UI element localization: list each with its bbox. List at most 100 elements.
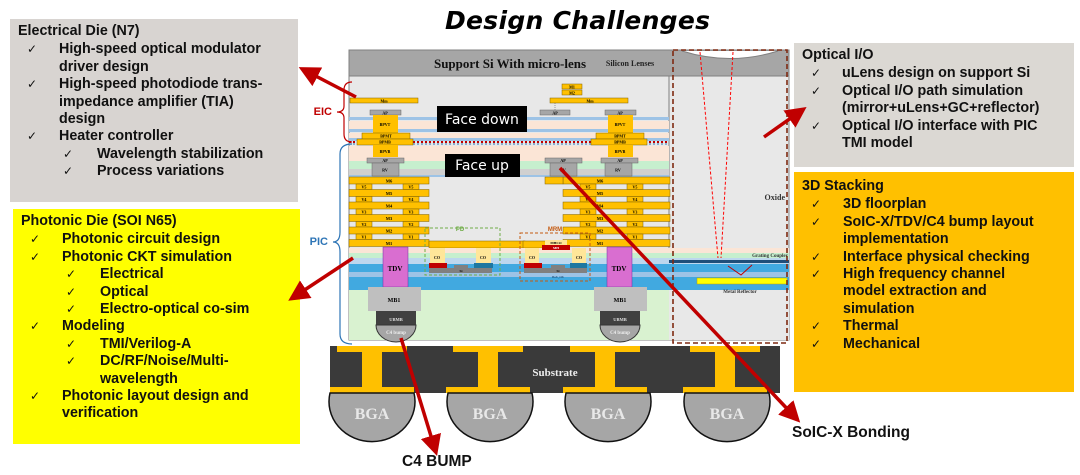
sub-list-item: ✓TMI/Verilog-A: [21, 336, 292, 353]
list-item-text: High frequency channel: [843, 266, 1006, 283]
list-item-text: TMI model: [842, 135, 913, 152]
svg-text:RV: RV: [615, 168, 621, 173]
electrical-die-panel: Electrical Die (N7) ✓ High-speed optical …: [10, 19, 298, 202]
list-item-text: Thermal: [843, 318, 899, 335]
photonic-die-heading: Photonic Die (SOI N65): [21, 213, 177, 229]
list-item: ✓Optical I/O path simulation(mirror+uLen…: [802, 83, 1066, 118]
check-icon: ✓: [66, 284, 77, 299]
list-item: ✓High-speed photodiode trans-impedance a…: [18, 76, 290, 128]
list-item-text: High-speed optical modulator: [59, 41, 261, 58]
sub-list-item-text: TMI/Verilog-A: [100, 335, 192, 352]
svg-text:AP: AP: [617, 111, 623, 116]
check-icon: ✓: [66, 354, 77, 369]
substrate-via-bottom: [563, 387, 647, 393]
svg-text:BPMB: BPMB: [614, 140, 626, 145]
svg-text:BPMT: BPMT: [380, 134, 392, 139]
sub-list-item: ✓Electro-optical co-sim: [21, 301, 292, 318]
check-icon: ✓: [66, 267, 77, 282]
substrate-via-body: [715, 352, 735, 387]
bga-label: BGA: [473, 406, 508, 423]
check-icon: ✓: [811, 319, 822, 334]
list-item-text: SoIC-X/TDV/C4 bump layout: [843, 213, 1034, 230]
svg-text:MB1: MB1: [614, 298, 627, 304]
svg-text:M2: M2: [597, 229, 604, 234]
substrate-via-top: [453, 346, 523, 352]
svg-text:CO: CO: [576, 255, 582, 260]
pic-brace: [332, 143, 353, 345]
optical-io-heading: Optical I/O: [802, 47, 874, 63]
svg-text:Mm: Mm: [380, 99, 388, 104]
list-item-text: High-speed photodiode trans-: [59, 76, 263, 93]
check-icon: ✓: [30, 389, 41, 404]
page-title: Design Challenges: [445, 6, 711, 35]
list-item-text: uLens design on support Si: [842, 65, 1031, 82]
arrow-to-electrical-die: [298, 67, 357, 99]
svg-text:V2: V2: [409, 222, 414, 227]
arrow-to-photonic-die: [288, 256, 354, 301]
svg-text:MHCO: MHCO: [550, 241, 562, 245]
svg-text:M4: M4: [597, 204, 604, 209]
svg-text:M3: M3: [386, 216, 393, 221]
svg-text:M2: M2: [569, 91, 575, 96]
svg-text:Si: Si: [460, 269, 463, 273]
bga-ball: [328, 392, 416, 443]
substrate-vias: [330, 346, 767, 393]
svg-text:AP: AP: [382, 158, 388, 163]
bga-label: BGA: [591, 406, 626, 423]
svg-text:V5: V5: [362, 185, 367, 190]
substrate-via-body: [362, 352, 382, 387]
check-icon: ✓: [811, 83, 822, 98]
sub-list-item-text: Electro-optical co-sim: [100, 301, 250, 318]
list-item-text: driver design: [59, 58, 149, 75]
3d-stacking-panel: 3D Stacking ✓3D floorplan✓SoIC-X/TDV/C4 …: [794, 172, 1074, 392]
list-item-text: Photonic layout design and: [62, 388, 249, 405]
check-icon: ✓: [27, 77, 38, 92]
svg-text:C4 bump: C4 bump: [610, 331, 630, 336]
electrical-die-heading: Electrical Die (N7): [18, 23, 140, 39]
substrate-label: Substrate: [532, 367, 577, 379]
svg-text:V1: V1: [362, 235, 367, 240]
left-bonding-stack: AP BPVT BPMT BPMB BPVB AP RV: [356, 109, 414, 177]
metal-m6-extension: [544, 176, 564, 185]
sub-list-item: ✓ Optical: [21, 284, 292, 301]
svg-text:V3: V3: [586, 210, 591, 215]
metal-m1-extension: [428, 240, 526, 249]
list-item-text: Mechanical: [843, 335, 921, 352]
substrate-via-top: [337, 346, 407, 352]
support-si-label: Support Si With micro-lens: [434, 56, 586, 71]
svg-text:BoX_OX: BoX_OX: [552, 275, 565, 279]
svg-text:Si: Si: [557, 269, 560, 273]
svg-text:BPVT: BPVT: [615, 122, 626, 127]
sub-list-item-text: Optical: [100, 283, 149, 300]
check-icon: ✓: [63, 164, 74, 179]
svg-text:RV: RV: [382, 168, 388, 173]
list-item-text: (mirror+uLens+GC+reflector): [842, 100, 1040, 117]
tdv-right: [606, 246, 633, 288]
list-item-text: Photonic circuit design: [62, 231, 221, 248]
substrate-via-top: [570, 346, 640, 352]
check-icon: ✓: [30, 319, 41, 334]
svg-text:UBMB: UBMB: [389, 317, 403, 322]
svg-text:V1: V1: [586, 235, 591, 240]
list-item-text: Photonic CKT simulation: [62, 248, 232, 265]
metal-mm-right: [549, 97, 629, 104]
sub-list-item-text: wavelength: [100, 370, 178, 387]
bga-label: BGA: [710, 406, 745, 423]
eic-brace: [336, 81, 353, 143]
list-item-text: design: [59, 111, 106, 128]
svg-text:V4: V4: [633, 197, 638, 202]
substrate-via-bottom: [330, 387, 414, 393]
check-icon: ✓: [811, 66, 822, 81]
check-icon: ✓: [30, 232, 41, 247]
metal-layer-m3: [562, 214, 671, 222]
3d-stacking-heading: 3D Stacking: [802, 178, 884, 194]
optical-io-list: ✓ uLens design on support Si✓Optical I/O …: [802, 65, 1066, 152]
mrm-device: MRM MHCO MH CO CO Si BoX_OX: [519, 227, 591, 282]
list-item: ✓ Thermal: [802, 318, 1066, 335]
substrate-via-body: [478, 352, 498, 387]
svg-text:Mm: Mm: [586, 99, 594, 104]
